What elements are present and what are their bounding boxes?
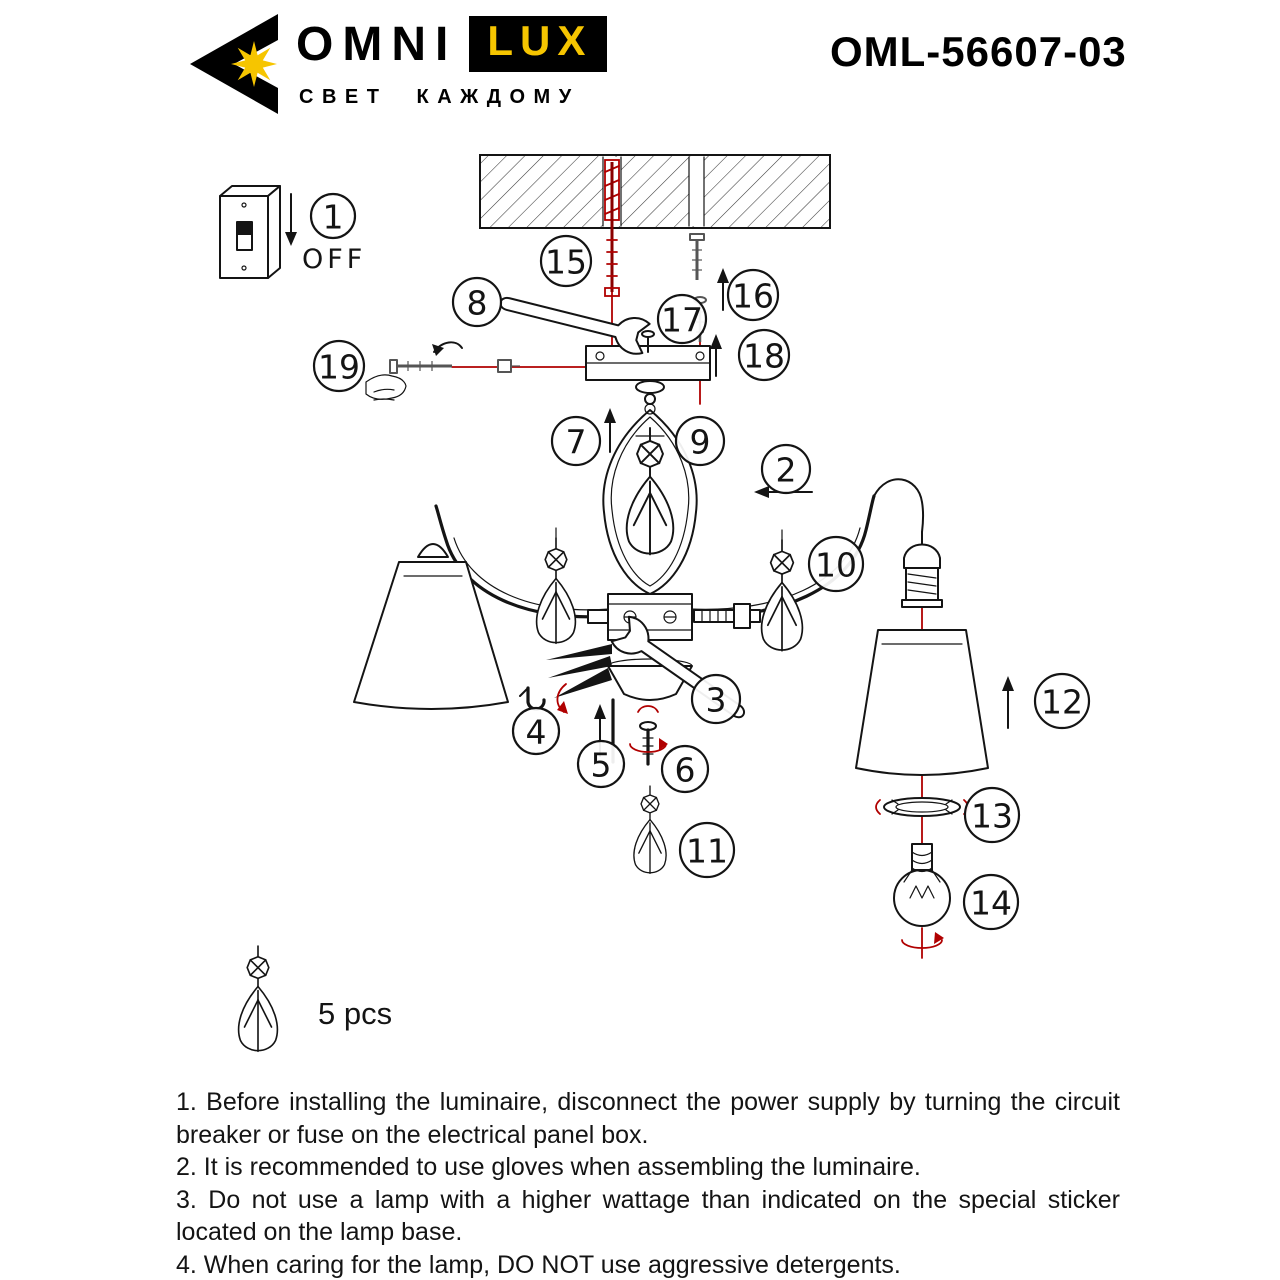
svg-text:8: 8 [467, 284, 488, 323]
light-bulb-icon [893, 843, 951, 949]
brand-tagline: СВЕТ КАЖДОМУ [299, 86, 580, 108]
callout-16: 16 [726, 268, 780, 322]
instructions-block: 1. Before installing the luminaire, disc… [176, 1086, 1120, 1280]
svg-text:17: 17 [661, 301, 703, 340]
model-number: OML-56607-03 [830, 28, 1127, 75]
svg-text:5: 5 [591, 746, 612, 785]
svg-text:4: 4 [526, 713, 547, 752]
callout-4: 4 [511, 706, 561, 756]
hand-screw-icon [365, 341, 520, 401]
callout-13: 13 [963, 786, 1021, 844]
svg-text:3: 3 [706, 681, 727, 720]
right-lampshade [855, 629, 989, 776]
canopy-finial [635, 380, 665, 415]
switch-off-label: OFF [302, 244, 366, 275]
instruction-2: 2. It is recommended to use gloves when … [176, 1153, 921, 1181]
wrench-icon [495, 283, 652, 357]
star-icon [231, 41, 277, 87]
wall-anchor-screw-icon [604, 159, 620, 297]
svg-text:6: 6 [675, 751, 696, 790]
callout-15: 15 [539, 234, 593, 288]
brand-lux-badge: LUX [469, 16, 608, 72]
arrow-up-12 [1002, 676, 1014, 729]
svg-text:12: 12 [1041, 683, 1083, 722]
mounting-bracket [585, 330, 711, 381]
arrow-up-7 [604, 408, 616, 453]
arrow-down-switch [285, 193, 297, 246]
pendant-count-label: 5 pcs [318, 996, 393, 1031]
wall-anchor-icon [689, 233, 705, 280]
bottom-crystal-icon [633, 785, 667, 875]
svg-text:18: 18 [743, 337, 785, 376]
svg-text:13: 13 [971, 797, 1013, 836]
hub-body [587, 593, 693, 641]
arrow-up-16 [717, 268, 729, 311]
callout-5: 5 [576, 739, 626, 789]
arm-connector [693, 603, 761, 629]
svg-text:1: 1 [323, 198, 344, 237]
svg-text:16: 16 [732, 277, 774, 316]
callout-1: 1 [309, 192, 357, 240]
ring-washer-icon [875, 797, 969, 817]
callout-18: 18 [737, 328, 791, 382]
callout-11: 11 [678, 821, 736, 879]
callout-10: 10 [807, 535, 865, 593]
svg-text:15: 15 [545, 243, 587, 282]
callout-14: 14 [962, 873, 1020, 931]
ceiling-section [479, 154, 831, 229]
left-pendant-crystal-icon [535, 537, 577, 645]
left-lampshade [353, 543, 509, 710]
arm-bolts [546, 644, 612, 714]
right-socket [901, 531, 943, 608]
power-switch [219, 185, 281, 279]
arrow-up-18 [710, 334, 722, 377]
svg-text:11: 11 [686, 832, 728, 871]
callout-8: 8 [451, 276, 503, 328]
right-pendant-crystal-icon [760, 539, 804, 652]
callout-3: 3 [690, 673, 742, 725]
svg-text:19: 19 [318, 348, 360, 387]
omnilux-logo-icon [190, 14, 278, 114]
pendant-sample-icon [237, 945, 279, 1053]
callout-9: 9 [674, 415, 726, 467]
svg-text:10: 10 [815, 546, 857, 585]
instruction-4: 4. When caring for the lamp, DO NOT use … [176, 1250, 901, 1279]
callout-12: 12 [1033, 672, 1091, 730]
right-arm [688, 478, 925, 618]
brand-omni: OMNI [296, 17, 458, 71]
svg-text:9: 9 [690, 423, 711, 462]
callout-17: 17 [656, 293, 708, 345]
callout-7: 7 [550, 415, 602, 467]
svg-text:14: 14 [970, 884, 1012, 923]
callout-6: 6 [660, 744, 710, 794]
brand-lockup: OMNI LUX [296, 16, 608, 72]
instruction-3: 3. Do not use a lamp with a higher watta… [176, 1185, 1120, 1247]
svg-text:2: 2 [776, 451, 797, 490]
callout-2: 2 [760, 443, 812, 495]
finial-screw-icon [629, 705, 668, 766]
instruction-1: 1. Before installing the luminaire, disc… [176, 1088, 1120, 1149]
callout-19: 19 [312, 339, 366, 393]
center-crystal-icon [625, 427, 675, 556]
svg-text:7: 7 [566, 423, 587, 462]
hook-icon [519, 686, 546, 711]
